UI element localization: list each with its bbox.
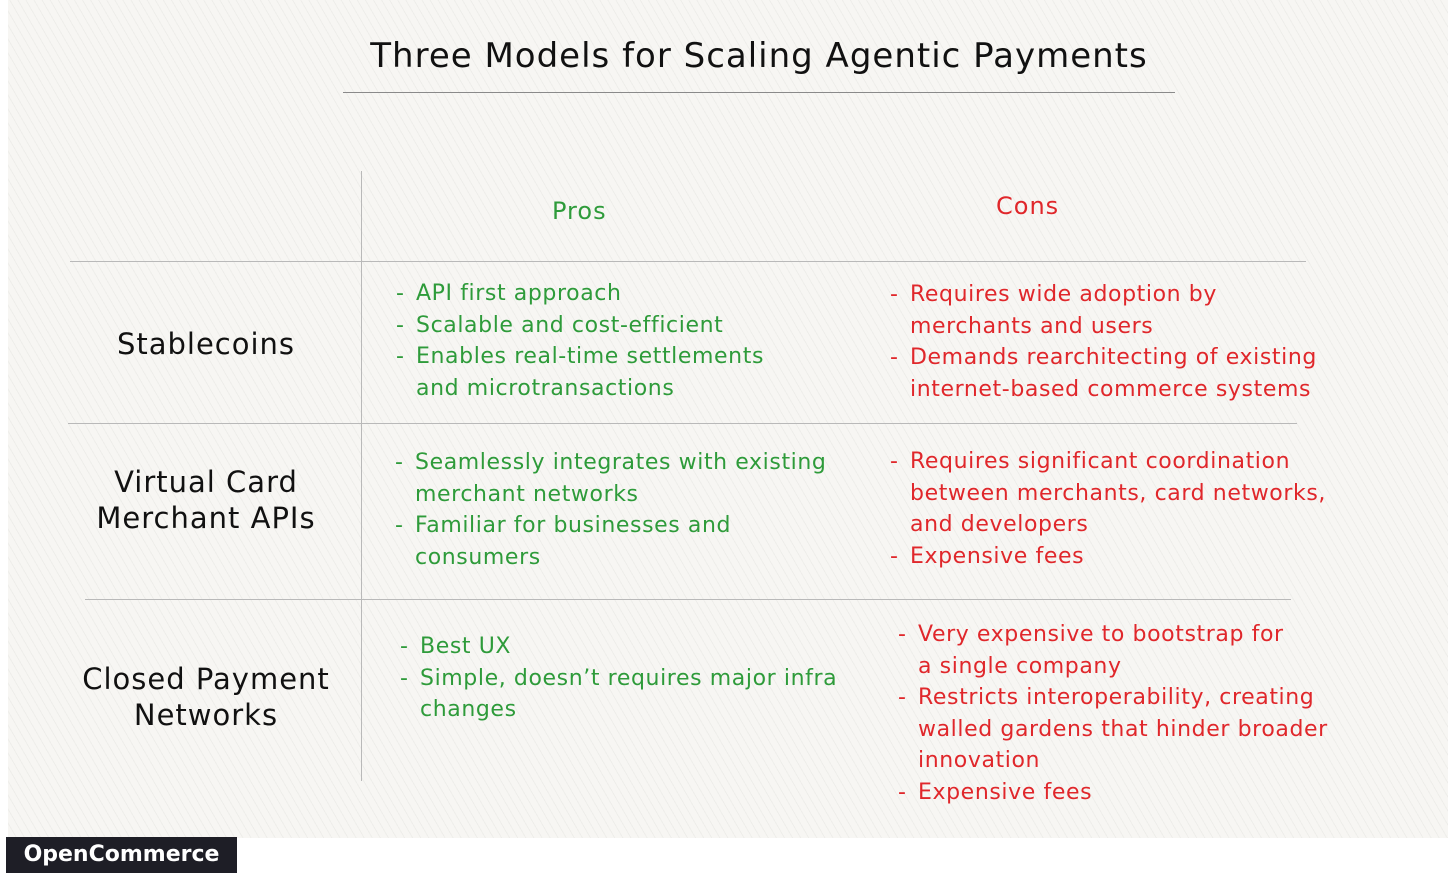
title-underline <box>343 92 1175 93</box>
row-label-stablecoins: Stablecoins <box>56 326 356 362</box>
row-label-line: Virtual Card <box>114 465 298 499</box>
closed-networks-pros-list: Best UX Simple, doesn’t requires major i… <box>400 631 870 726</box>
row-divider-stablecoins <box>68 423 1297 424</box>
diagram-canvas: Three Models for Scaling Agentic Payment… <box>8 0 1448 838</box>
pro-item: Best UX <box>400 631 870 663</box>
row-label-closed-payment-networks: Closed Payment Networks <box>56 661 356 733</box>
con-item: Restricts interoperability, creating wal… <box>898 682 1373 777</box>
closed-networks-cons-list: Very expensive to bootstrap for a single… <box>898 619 1368 808</box>
pro-item: Seamlessly integrates with existing merc… <box>395 447 875 510</box>
pro-item: Enables real-time settlements and microt… <box>396 341 796 404</box>
row-divider-header <box>70 261 1306 262</box>
pro-item: Scalable and cost-efficient <box>396 310 856 342</box>
virtual-card-cons-list: Requires significant coordination betwee… <box>890 446 1360 572</box>
pros-column-header: Pros <box>552 197 607 225</box>
con-item: Expensive fees <box>890 541 1360 573</box>
row-label-line: Stablecoins <box>116 327 296 361</box>
con-item: Requires wide adoption by merchants and … <box>890 279 1250 342</box>
con-item: Demands rearchitecting of existing inter… <box>890 342 1360 405</box>
con-item: Expensive fees <box>898 777 1368 809</box>
diagram-title: Three Models for Scaling Agentic Payment… <box>370 36 1148 76</box>
con-item: Requires significant coordination betwee… <box>890 446 1365 541</box>
opencommerce-logo: OpenCommerce <box>6 837 237 873</box>
pro-item: Simple, doesn’t requires major infra cha… <box>400 663 870 726</box>
row-divider-virtual-card <box>85 599 1291 600</box>
stablecoins-pros-list: API first approach Scalable and cost-eff… <box>396 278 856 404</box>
pro-item: API first approach <box>396 278 856 310</box>
cons-column-header: Cons <box>996 192 1060 220</box>
virtual-card-pros-list: Seamlessly integrates with existing merc… <box>395 447 865 573</box>
column-divider <box>361 171 362 781</box>
row-label-line: Networks <box>133 698 279 732</box>
row-label-line: Closed Payment <box>82 662 330 696</box>
con-item: Very expensive to bootstrap for a single… <box>898 619 1298 682</box>
row-label-line: Merchant APIs <box>96 501 316 535</box>
pro-item: Familiar for businesses and consumers <box>395 510 765 573</box>
row-label-virtual-card-merchant-apis: Virtual Card Merchant APIs <box>56 464 356 536</box>
stablecoins-cons-list: Requires wide adoption by merchants and … <box>890 279 1360 405</box>
